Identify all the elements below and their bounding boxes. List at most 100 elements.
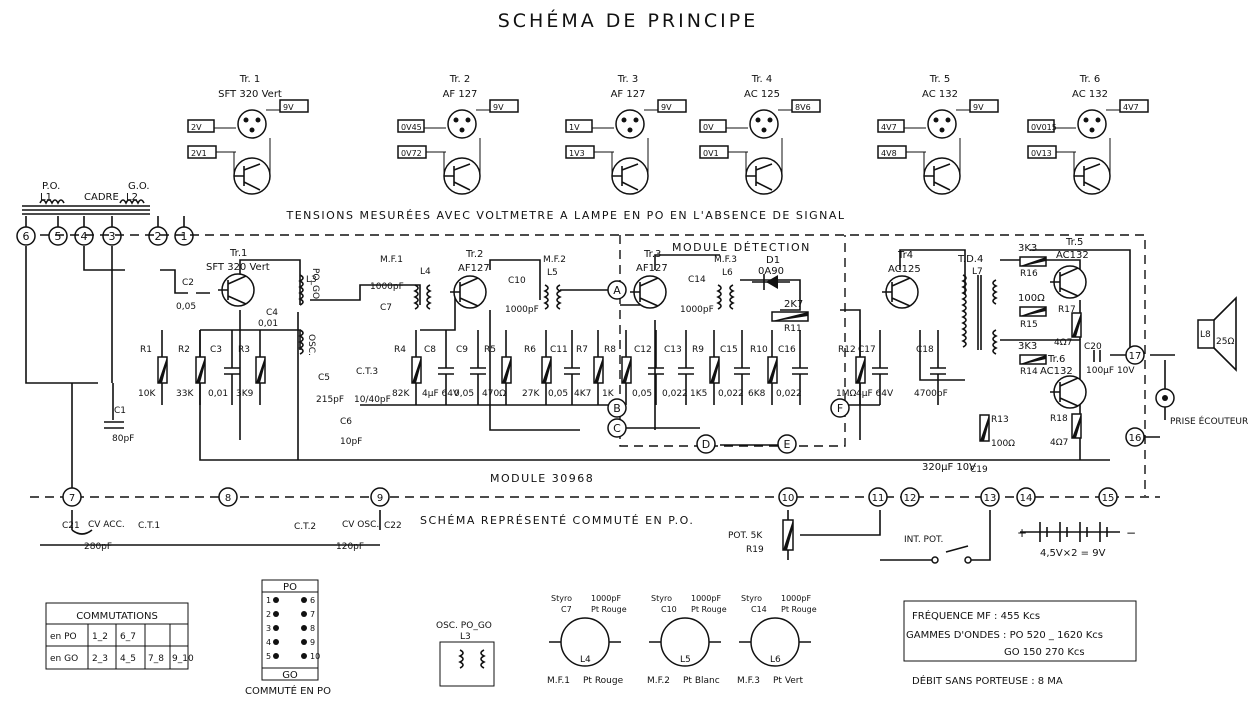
terminal-number: 11 xyxy=(872,493,885,504)
antenna-terminal-2 xyxy=(148,226,168,246)
terminal-number: 16 xyxy=(1129,433,1142,444)
switch-pin-left: 4 xyxy=(266,638,271,647)
ct3-ref: C.T.3 xyxy=(356,367,378,377)
component-c9: C90,05 xyxy=(454,330,486,405)
transistor-tr1: Tr.1 SFT 320 Vert xyxy=(206,248,270,307)
terminal-number: 15 xyxy=(1102,493,1115,504)
c7-ref: C7 xyxy=(380,303,392,313)
junction-letter: C xyxy=(613,422,621,435)
junction-c xyxy=(607,418,627,438)
tr-voltage-base: 0V72 xyxy=(401,149,422,158)
terminal-number: 13 xyxy=(984,493,997,504)
component-value: 0,05 xyxy=(632,389,652,399)
switch-pin-left: 2 xyxy=(266,610,271,619)
r18-ref: R18 xyxy=(1050,414,1068,424)
specs-panel: FRÉQUENCE MF : 455 Kcs GAMMES D'ONDES : … xyxy=(903,600,1137,687)
speaker-l8: L8 25Ω xyxy=(1197,296,1237,372)
antenna-terminal-number: 4 xyxy=(81,230,88,243)
component-value: 0,022 xyxy=(718,389,744,399)
tr3-type: AF127 xyxy=(636,263,668,274)
terminal-number: 7 xyxy=(69,493,75,504)
junction-letter: E xyxy=(784,438,791,451)
component-value: 33K xyxy=(176,389,194,399)
junction-f xyxy=(830,398,850,418)
component-value: 1K5 xyxy=(690,389,707,399)
if-dot-color: Pt Blanc xyxy=(683,676,720,686)
terminal-13 xyxy=(980,487,1000,507)
tr-voltage-base: 0V1 xyxy=(703,149,719,158)
if-coil: L5 xyxy=(680,655,691,665)
antenna-terminal-number: 3 xyxy=(109,230,116,243)
component-value: 0,05 xyxy=(454,389,474,399)
switch-pin-right: 10 xyxy=(310,652,320,661)
tr6-label: Tr.6 xyxy=(1047,354,1065,365)
tr2-type: AF127 xyxy=(458,263,490,274)
antenna-frame: P.O. L1 CADRE G.O. L2 xyxy=(22,181,185,232)
r11-value: 2K7 xyxy=(784,299,803,310)
tr-header-type: AF 127 xyxy=(443,89,478,100)
r13-value: 100Ω xyxy=(991,439,1015,449)
c14-ref: C14 xyxy=(688,275,706,285)
if-cap-ref: C14 xyxy=(751,605,767,614)
tr-header-type: AF 127 xyxy=(611,89,646,100)
tr3-label: Tr.3 xyxy=(643,249,661,260)
component-value: 1K xyxy=(602,389,615,399)
component-value: 0,01 xyxy=(208,389,228,399)
junction-letter: D xyxy=(702,438,710,451)
cv-osc-value: 120pF xyxy=(336,542,364,552)
tr-socket-icon xyxy=(927,109,957,139)
terminal-number: 17 xyxy=(1129,351,1142,362)
c1-value: 80pF xyxy=(112,434,134,444)
transistor-tr5: Tr.5 AC132 xyxy=(1050,237,1089,299)
antenna-terminal-1 xyxy=(174,226,194,246)
l7-label: L7 xyxy=(972,267,983,277)
commutation-cell: 7_8 xyxy=(148,654,164,664)
r18-value: 4Ω7 xyxy=(1050,438,1068,448)
variable-capacitors: C21 CV ACC. 280pF C.T.1 C.T.2 CV OSC. 12… xyxy=(40,510,402,552)
c5-ref: C5 xyxy=(318,373,330,383)
terminal-17 xyxy=(1125,345,1145,365)
tr-header-id: Tr. 5 xyxy=(929,74,951,85)
junction-letter: F xyxy=(837,402,843,415)
commute-note: SCHÉMA REPRÉSENTÉ COMMUTÉ EN P.O. xyxy=(420,514,694,527)
component-value: 4µF 64V xyxy=(422,389,460,399)
component-ref: R9 xyxy=(692,345,704,355)
tr-header-type: AC 132 xyxy=(1072,89,1108,100)
if-styro: Styro xyxy=(741,594,762,603)
tr-header-type: AC 132 xyxy=(922,89,958,100)
component-value: 3K9 xyxy=(236,389,254,399)
osc-label: OSC. xyxy=(306,334,316,356)
terminal-number: 10 xyxy=(782,493,795,504)
l3-label: L3 xyxy=(306,275,317,285)
r11-ref: R11 xyxy=(784,324,802,334)
terminal-7 xyxy=(62,487,82,507)
switch-pin-left: 1 xyxy=(266,596,271,605)
if-cap-ref: C10 xyxy=(661,605,677,614)
component-ref: C3 xyxy=(210,345,222,355)
l8-impedance: 25Ω xyxy=(1216,337,1234,347)
if-cap-value: 1000pF xyxy=(781,594,811,603)
tr-socket-icon xyxy=(615,109,645,139)
if-cap-value: 1000pF xyxy=(691,594,721,603)
tr-socket-icon xyxy=(749,109,779,139)
misc-cap-labels: C2 0,05 C4 0,01 C5 215pF C.T.3 10/40pF C… xyxy=(104,278,391,447)
tr-voltage-collector: 4V7 xyxy=(1123,103,1139,112)
terminal-8 xyxy=(218,487,238,507)
terminal-11 xyxy=(868,487,888,507)
mf1-transformer: M.F.1 L4 1000pF C7 xyxy=(370,255,432,313)
tr-socket-icon xyxy=(1077,109,1107,139)
tension-note: TENSIONS MESURÉES AVEC VOLTMETRE A LAMPE… xyxy=(285,209,845,222)
tr-voltage-collector: 9V xyxy=(283,103,294,112)
